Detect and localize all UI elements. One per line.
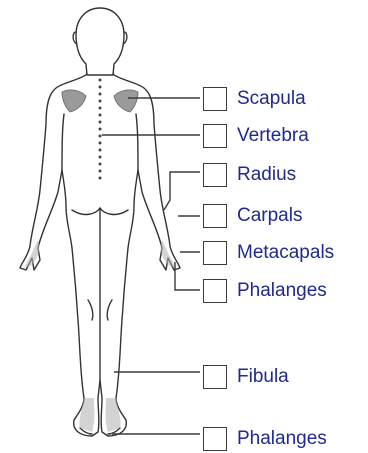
head-outline — [76, 8, 124, 75]
label-row-radius: Radius — [203, 163, 296, 187]
spine-vertebrae — [99, 79, 102, 180]
label-carpals: Carpals — [237, 204, 302, 228]
label-radius: Radius — [237, 163, 296, 187]
label-metacapals: Metacapals — [237, 241, 334, 265]
label-row-carpals: Carpals — [203, 204, 302, 228]
label-row-fibula: Fibula — [203, 365, 289, 389]
leader-radius — [164, 172, 200, 210]
left-scapula-bone — [62, 90, 86, 112]
answer-checkbox-phalanges-foot[interactable] — [203, 427, 227, 451]
label-row-phalanges-foot: Phalanges — [203, 427, 327, 451]
answer-checkbox-carpals[interactable] — [203, 204, 227, 228]
answer-checkbox-radius[interactable] — [203, 163, 227, 187]
leader-lines — [102, 98, 200, 434]
label-row-scapula: Scapula — [203, 87, 306, 111]
answer-checkbox-phalanges-hand[interactable] — [203, 279, 227, 303]
label-row-phalanges-hand: Phalanges — [203, 279, 327, 303]
answer-checkbox-fibula[interactable] — [203, 365, 227, 389]
label-row-vertebra: Vertebra — [203, 124, 309, 148]
label-vertebra: Vertebra — [237, 124, 309, 148]
right-scapula-bone — [114, 90, 138, 112]
answer-checkbox-vertebra[interactable] — [203, 124, 227, 148]
answer-checkbox-scapula[interactable] — [203, 87, 227, 111]
label-scapula: Scapula — [237, 87, 306, 111]
label-row-metacapals: Metacapals — [203, 241, 334, 265]
label-phalanges-hand: Phalanges — [237, 279, 327, 303]
label-phalanges-foot: Phalanges — [237, 427, 327, 451]
answer-checkbox-metacapals[interactable] — [203, 241, 227, 265]
label-fibula: Fibula — [237, 365, 289, 389]
